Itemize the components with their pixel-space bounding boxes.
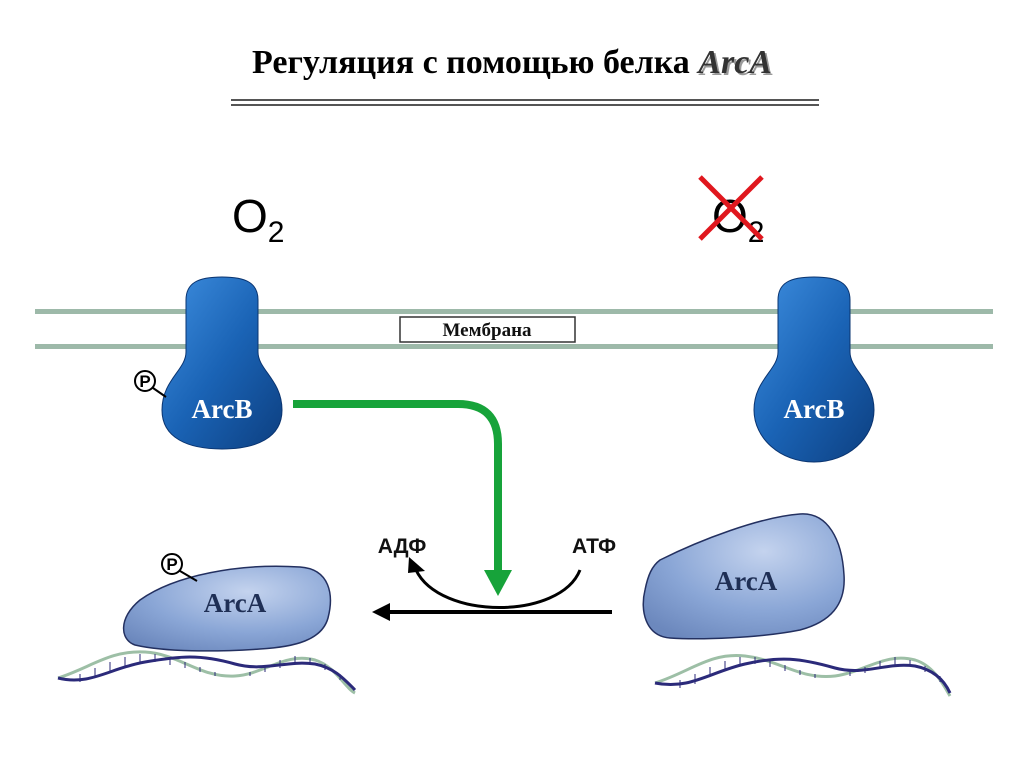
arcb-right-protein bbox=[753, 276, 875, 463]
membrane-label-box bbox=[399, 316, 576, 343]
dna-left bbox=[57, 650, 357, 695]
membrane-label: Мембрана bbox=[442, 320, 532, 341]
adp-label: АДФ bbox=[378, 535, 427, 558]
phosphate-icon: P bbox=[134, 370, 167, 398]
cross-out-icon bbox=[698, 175, 764, 241]
title-underline-bottom bbox=[231, 104, 819, 106]
arcb-left-protein bbox=[161, 276, 283, 450]
arcb-left-label: ArcB bbox=[192, 394, 253, 424]
page-title: Регуляция с помощью белка ArcA bbox=[0, 44, 1024, 82]
atp-label: АТФ bbox=[572, 535, 616, 558]
svg-text:P: P bbox=[166, 555, 177, 574]
title-text: Регуляция с помощью белка bbox=[252, 44, 699, 81]
title-emphasis: ArcA bbox=[698, 44, 772, 81]
arca-right-protein bbox=[642, 513, 845, 640]
oxygen-present-label: O2 bbox=[232, 190, 284, 249]
arca-right-label: ArcA bbox=[715, 566, 778, 596]
arcb-right-label: ArcB bbox=[784, 394, 845, 424]
phosphorylation-arrow bbox=[372, 603, 612, 621]
svg-text:P: P bbox=[139, 372, 150, 391]
membrane bbox=[35, 309, 993, 349]
reaction-arc bbox=[408, 557, 582, 609]
phosphotransfer-arrow bbox=[293, 400, 512, 596]
phosphate-icon: P bbox=[161, 553, 198, 582]
title-underline-top bbox=[231, 99, 819, 101]
dna-right bbox=[654, 653, 952, 697]
arca-left-label: ArcA bbox=[204, 588, 267, 618]
arca-left-protein bbox=[122, 565, 332, 652]
